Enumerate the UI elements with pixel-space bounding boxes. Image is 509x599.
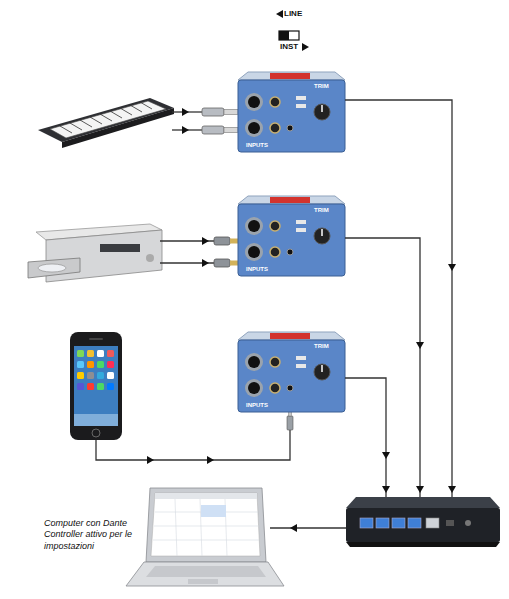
switch-position: INST <box>280 43 298 52</box>
panel-label: INPUTS <box>246 266 268 273</box>
switch-position: LINE <box>284 10 302 19</box>
knob-label: TRIM <box>314 207 329 214</box>
panel-label: INPUTS <box>246 402 268 409</box>
device-caption: Computer con Dante Controller attivo per… <box>44 518 144 552</box>
knob-label: TRIM <box>314 83 329 90</box>
knob-label: TRIM <box>314 343 329 350</box>
panel-label: INPUTS <box>246 142 268 149</box>
